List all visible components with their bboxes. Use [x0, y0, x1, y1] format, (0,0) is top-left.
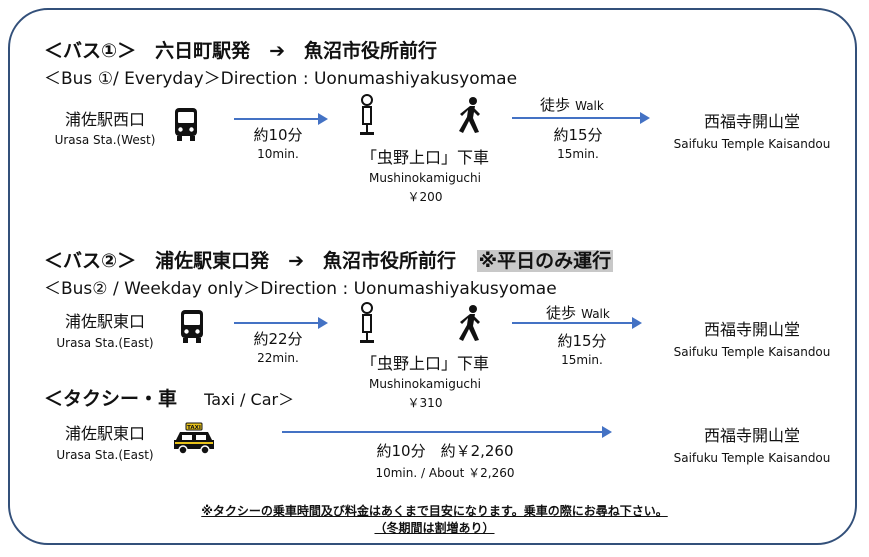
- bus2-walk-en: 15min.: [561, 353, 603, 367]
- walking-person-icon: [459, 305, 480, 341]
- bus1-stop-ja: 「虫野上口」下車: [360, 148, 489, 167]
- bus1-walk-label-ja: 徒歩: [540, 96, 571, 114]
- bus1-dest-en: Saifuku Temple Kaisandou: [673, 137, 831, 151]
- taxi-ride-arrow: [282, 426, 612, 438]
- footer-winter-note: （冬期間は割増あり）: [374, 521, 495, 535]
- bus2-walk-label-en: Walk: [581, 307, 610, 321]
- bus1-ride-arrow: [234, 113, 328, 125]
- taxi-origin: 浦佐駅東口 Urasa Sta.(East): [40, 420, 170, 462]
- bus1-ride-ja: 約10分: [253, 126, 303, 144]
- bus1-origin: 浦佐駅西口 Urasa Sta.(West): [40, 106, 170, 147]
- bus1-walk-ja: 約15分: [553, 126, 603, 144]
- bus2-walk-label-ja: 徒歩: [546, 304, 577, 322]
- bus2-ride-arrow: [234, 317, 328, 329]
- bus2-stop-ja: 「虫野上口」下車: [360, 354, 489, 373]
- walking-person-icon: [459, 97, 480, 133]
- bus2-ride-ja: 約22分: [253, 330, 303, 348]
- bus1-ride-time: 約10分 10min.: [236, 124, 320, 161]
- bus2-walk-time: 約15分 15min.: [540, 330, 624, 367]
- taxi-sign-text: TAXI: [187, 425, 201, 431]
- taxi-dest-ja: 西福寺開山堂: [703, 426, 800, 445]
- bus1-walk-arrow: [512, 112, 650, 124]
- bus2-ride-en: 22min.: [257, 351, 299, 365]
- bus2-subtitle: ＜Bus② / Weekday only＞Direction : Uonumas…: [44, 279, 557, 299]
- bus2-origin: 浦佐駅東口 Urasa Sta.(East): [40, 308, 170, 350]
- taxi-destination: 西福寺開山堂 Saifuku Temple Kaisandou: [654, 422, 850, 465]
- bus2-ride-time: 約22分 22min.: [236, 328, 320, 365]
- bus1-walk-label-en: Walk: [575, 99, 604, 113]
- taxi-title: ＜タクシー・車 Taxi / Car＞: [44, 384, 294, 411]
- bus1-walk-en: 15min.: [557, 147, 599, 161]
- taxi-origin-en: Urasa Sta.(East): [56, 448, 154, 462]
- taxi-ride-en: 10min. / About ￥2,260: [375, 466, 515, 480]
- bus-icon: [175, 108, 197, 141]
- bus2-title: ＜バス②＞ 浦佐駅東口発 ➔ 魚沼市役所前行 ※平日のみ運行: [44, 246, 614, 273]
- bus1-stop-en: Mushinokamiguchi: [369, 171, 481, 185]
- bus1-title: ＜バス①＞ 六日町駅発 ➔ 魚沼市役所前行: [44, 40, 438, 62]
- bus1-subtitle: ＜Bus ①/ Everyday＞Direction : Uonumashiya…: [44, 69, 518, 89]
- bus2-origin-ja: 浦佐駅東口: [64, 312, 145, 331]
- taxi-ride-info: 約10分 約￥2,260 10min. / About ￥2,260: [330, 440, 560, 481]
- route-frame: [8, 8, 857, 545]
- bus1-origin-en: Urasa Sta.(West): [54, 133, 156, 147]
- taxi-title-ja: ＜タクシー・車: [44, 388, 178, 410]
- taxi-title-en: Taxi / Car＞: [204, 390, 295, 409]
- bus1-dest-ja: 西福寺開山堂: [703, 112, 800, 131]
- bus1-walk-label: 徒歩 Walk: [540, 94, 604, 115]
- bus-stop-icon: [360, 302, 374, 343]
- bus2-walk-arrow: [512, 317, 642, 329]
- bus-icon: [181, 310, 203, 343]
- bus1-fare: ￥200: [407, 190, 443, 204]
- taxi-ride-ja: 約10分 約￥2,260: [376, 442, 514, 460]
- bus2-destination: 西福寺開山堂 Saifuku Temple Kaisandou: [654, 316, 850, 359]
- bus2-fare: ￥310: [407, 396, 443, 410]
- bus2-walk-ja: 約15分: [557, 332, 607, 350]
- bus1-walk-time: 約15分 15min.: [536, 124, 620, 161]
- bus-stop-icon: [360, 94, 374, 135]
- taxi-dest-en: Saifuku Temple Kaisandou: [673, 451, 831, 465]
- bus2-stop: 「虫野上口」下車 Mushinokamiguchi ￥310: [340, 350, 510, 411]
- taxi-origin-ja: 浦佐駅東口: [64, 424, 145, 443]
- taxi-icon: TAXI: [174, 422, 214, 455]
- bus1-origin-ja: 浦佐駅西口: [64, 110, 145, 129]
- bus2-weekday-note: ※平日のみ運行: [476, 250, 614, 272]
- bus1-destination: 西福寺開山堂 Saifuku Temple Kaisandou: [654, 108, 850, 151]
- bus2-stop-en: Mushinokamiguchi: [369, 377, 481, 391]
- bus1-stop: 「虫野上口」下車 Mushinokamiguchi ￥200: [340, 144, 510, 205]
- bus2-dest-ja: 西福寺開山堂: [703, 320, 800, 339]
- bus2-title-ja: ＜バス②＞ 浦佐駅東口発 ➔ 魚沼市役所前行: [44, 250, 457, 272]
- bus1-ride-en: 10min.: [257, 147, 299, 161]
- bus2-dest-en: Saifuku Temple Kaisandou: [673, 345, 831, 359]
- footer-note: ※タクシーの乗車時間及び料金はあくまで目安になります。乗車の際にお尋ね下さい。: [201, 504, 668, 518]
- bus2-origin-en: Urasa Sta.(East): [56, 336, 154, 350]
- bus2-walk-label: 徒歩 Walk: [546, 302, 610, 323]
